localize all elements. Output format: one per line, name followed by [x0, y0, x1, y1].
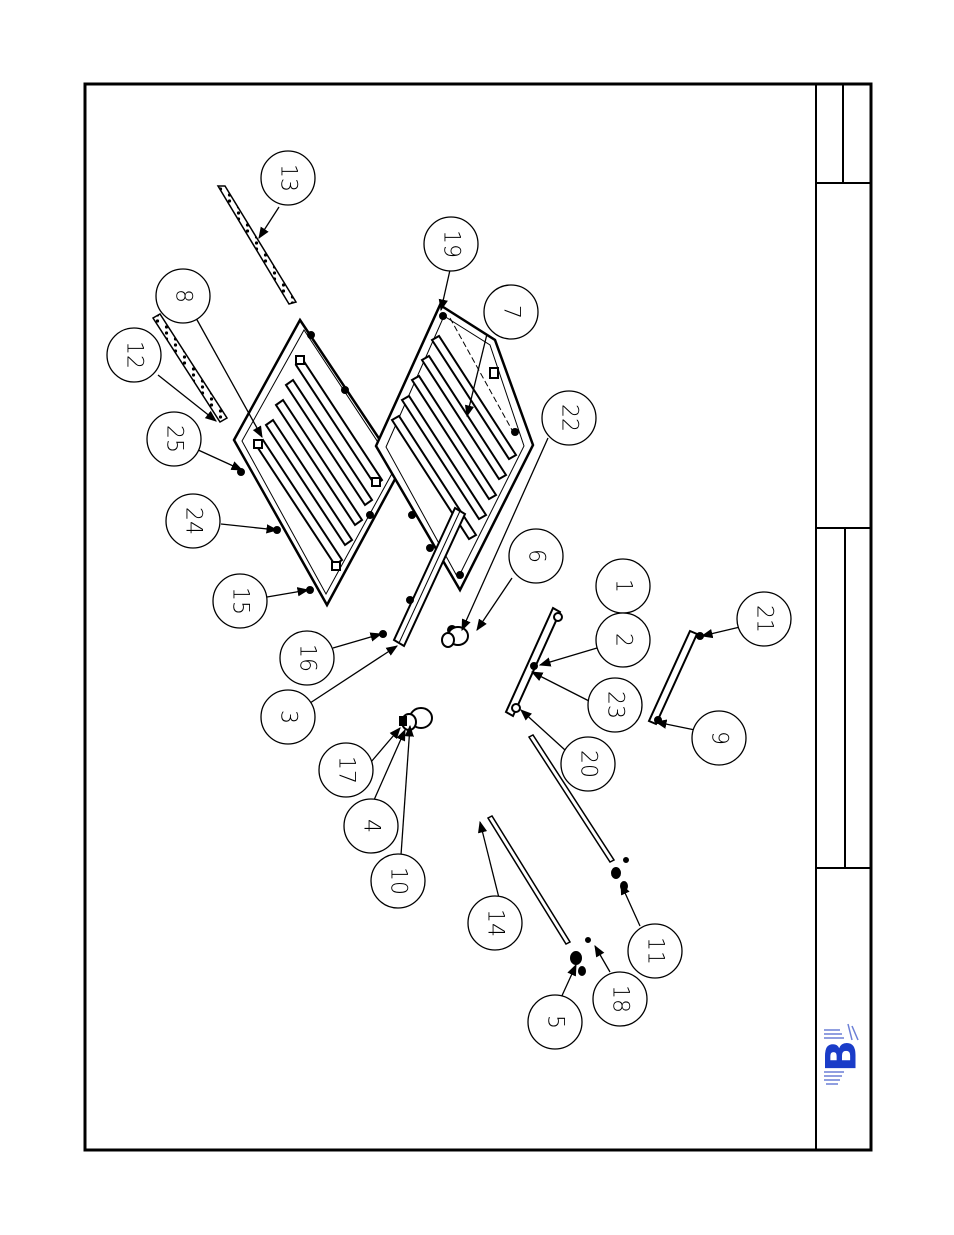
callout-3-label: 3 [276, 710, 301, 724]
callout-7: 7 [484, 285, 538, 339]
callout-12-label: 12 [122, 341, 147, 369]
callout-1: 1 [596, 559, 650, 613]
callout-22-label: 22 [557, 404, 582, 432]
callout-14: 14 [468, 896, 522, 950]
callout-17: 17 [319, 743, 373, 797]
callout-21-label: 21 [752, 605, 777, 633]
callout-1-label: 1 [611, 579, 636, 593]
title-block [816, 84, 871, 1150]
callout-10: 10 [371, 854, 425, 908]
callout-24-label: 24 [181, 507, 206, 535]
callout-20: 20 [561, 737, 615, 791]
callout-12: 12 [107, 328, 161, 382]
part-9-bar [649, 631, 703, 724]
callout-24: 24 [166, 494, 220, 548]
callout-17-label: 17 [334, 756, 359, 784]
callout-2: 2 [596, 613, 650, 667]
callout-balloons: 13 8 12 25 24 15 16 3 [107, 151, 791, 1049]
callout-4-label: 4 [359, 819, 384, 833]
logo-letter: B [817, 1040, 866, 1072]
callout-25: 25 [147, 412, 201, 466]
part-22-bushing [442, 627, 468, 647]
part-10-bushing [400, 708, 432, 730]
callout-21: 21 [737, 592, 791, 646]
callout-15: 15 [213, 574, 267, 628]
callout-11-label: 11 [643, 937, 668, 965]
callout-20-label: 20 [576, 750, 601, 778]
part-12-strip [153, 314, 227, 422]
part-20-bracket [506, 608, 562, 716]
callout-2-label: 2 [611, 633, 636, 647]
callout-6: 6 [509, 529, 563, 583]
callout-7-label: 7 [499, 305, 524, 319]
lower-grate-panel [376, 305, 533, 590]
callout-22: 22 [542, 391, 596, 445]
callout-13-label: 13 [276, 164, 301, 192]
callout-19-label: 19 [439, 230, 464, 258]
callout-5-label: 5 [543, 1015, 568, 1029]
callout-13: 13 [261, 151, 315, 205]
callout-3: 3 [261, 690, 315, 744]
callout-16-label: 16 [295, 644, 320, 672]
callout-18-label: 18 [608, 985, 633, 1013]
callout-9-label: 9 [707, 731, 732, 745]
callout-4: 4 [344, 799, 398, 853]
callout-11: 11 [628, 924, 682, 978]
callout-23-label: 23 [603, 691, 628, 719]
callout-14-label: 14 [483, 909, 508, 937]
callout-8-label: 8 [171, 289, 196, 303]
callout-23: 23 [588, 678, 642, 732]
callout-6-label: 6 [524, 549, 549, 563]
upper-grate-panel [234, 320, 400, 605]
part-14-rod [488, 816, 590, 975]
callout-9: 9 [692, 711, 746, 765]
callout-10-label: 10 [386, 867, 411, 895]
callout-8: 8 [156, 269, 210, 323]
callout-19: 19 [424, 217, 478, 271]
callout-16: 16 [280, 631, 334, 685]
company-logo: B [817, 1024, 866, 1084]
callout-5: 5 [528, 995, 582, 1049]
callout-15-label: 15 [228, 587, 253, 615]
callout-25-label: 25 [162, 425, 187, 453]
callout-18: 18 [593, 972, 647, 1026]
